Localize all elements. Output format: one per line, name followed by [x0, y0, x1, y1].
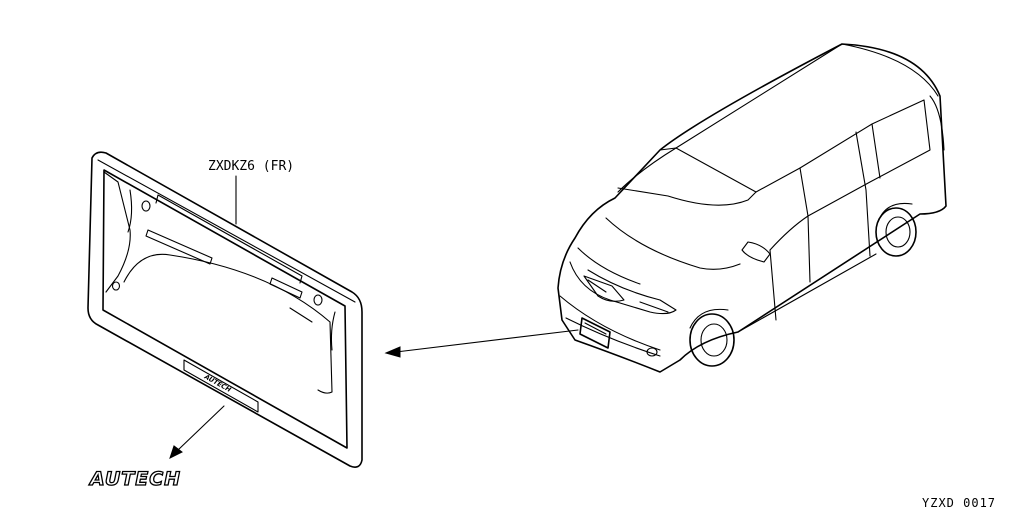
license-plate-frame [87, 151, 363, 468]
figure-code: YZXD 0017 [922, 496, 996, 510]
vehicle-illustration [557, 43, 947, 373]
autech-logo: AUTECH [88, 468, 181, 490]
part-number-label: ZXDKZ6 (FR) [208, 159, 294, 174]
logo-callout-arrow [169, 405, 225, 459]
install-location-arrow [384, 329, 579, 358]
